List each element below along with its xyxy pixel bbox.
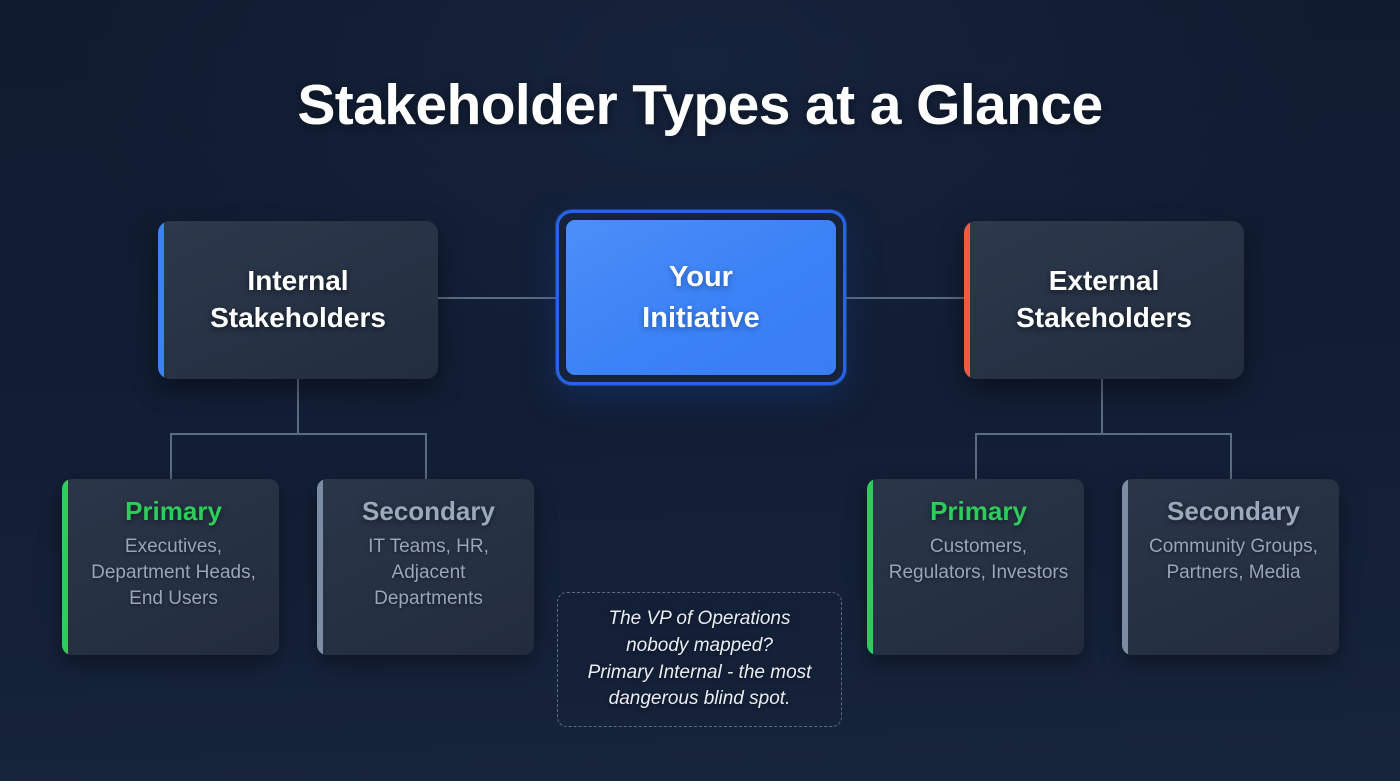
leaf-card-external-secondary[interactable]: Secondary Community Groups, Partners, Me… <box>1122 479 1339 655</box>
accent-bar-external-secondary <box>1122 479 1128 655</box>
accent-bar-external-primary <box>867 479 873 655</box>
connector-external-primary-drop <box>975 433 977 479</box>
branch-internal-line2: Stakeholders <box>210 302 386 333</box>
center-line1: Your <box>669 261 733 294</box>
leaf-title-external-primary: Primary <box>930 496 1027 526</box>
branch-internal-line1: Internal <box>247 265 349 297</box>
leaf-title-external-secondary: Secondary <box>1167 496 1300 526</box>
accent-bar-internal-primary <box>62 479 68 655</box>
center-line2: Initiative <box>642 301 760 334</box>
branch-external-line2: Stakeholders <box>1016 302 1192 333</box>
connector-external-drop <box>1101 379 1103 434</box>
leaf-body-internal-secondary: IT Teams, HR, Adjacent Departments <box>368 535 489 610</box>
connector-internal-bus <box>170 433 426 435</box>
center-node-inner: Your Initiative <box>564 218 838 377</box>
callout-line1: The VP of Operations <box>608 607 791 629</box>
callout-blind-spot: The VP of Operations nobody mapped? Prim… <box>557 592 842 727</box>
connector-center-to-external <box>843 297 965 299</box>
connector-internal-to-center <box>437 297 558 299</box>
leaf-body-internal-primary: Executives, Department Heads, End Users <box>91 535 256 610</box>
center-node-your-initiative[interactable]: Your Initiative <box>556 210 846 385</box>
center-node-label: Your Initiative <box>642 257 760 337</box>
branch-label-internal: Internal Stakeholders <box>192 263 404 337</box>
callout-text: The VP of Operations nobody mapped? Prim… <box>572 606 828 714</box>
connector-internal-primary-drop <box>170 433 172 479</box>
branch-card-external[interactable]: External Stakeholders <box>964 221 1244 379</box>
callout-line4: dangerous blind spot. <box>608 688 791 710</box>
leaf-title-internal-secondary: Secondary <box>362 496 495 526</box>
connector-external-secondary-drop <box>1230 433 1232 479</box>
leaf-card-internal-secondary[interactable]: Secondary IT Teams, HR, Adjacent Departm… <box>317 479 534 655</box>
branch-label-external: External Stakeholders <box>998 263 1210 337</box>
connector-internal-secondary-drop <box>425 433 427 479</box>
branch-external-line1: External <box>1048 265 1160 297</box>
leaf-card-external-primary[interactable]: Primary Customers, Regulators, Investors <box>867 479 1084 655</box>
accent-bar-internal <box>158 221 164 379</box>
leaf-body-external-primary: Customers, Regulators, Investors <box>888 535 1069 583</box>
page-title: Stakeholder Types at a Glance <box>297 73 1103 137</box>
accent-bar-external <box>964 221 970 379</box>
connector-internal-drop <box>297 379 299 434</box>
connector-external-bus <box>975 433 1231 435</box>
leaf-body-external-secondary: Community Groups, Partners, Media <box>1149 535 1318 583</box>
leaf-card-internal-primary[interactable]: Primary Executives, Department Heads, En… <box>62 479 279 655</box>
callout-line2: nobody mapped? <box>626 634 773 656</box>
accent-bar-internal-secondary <box>317 479 323 655</box>
branch-card-internal[interactable]: Internal Stakeholders <box>158 221 438 379</box>
leaf-title-internal-primary: Primary <box>125 496 222 526</box>
callout-line3: Primary Internal - the most <box>587 661 812 683</box>
